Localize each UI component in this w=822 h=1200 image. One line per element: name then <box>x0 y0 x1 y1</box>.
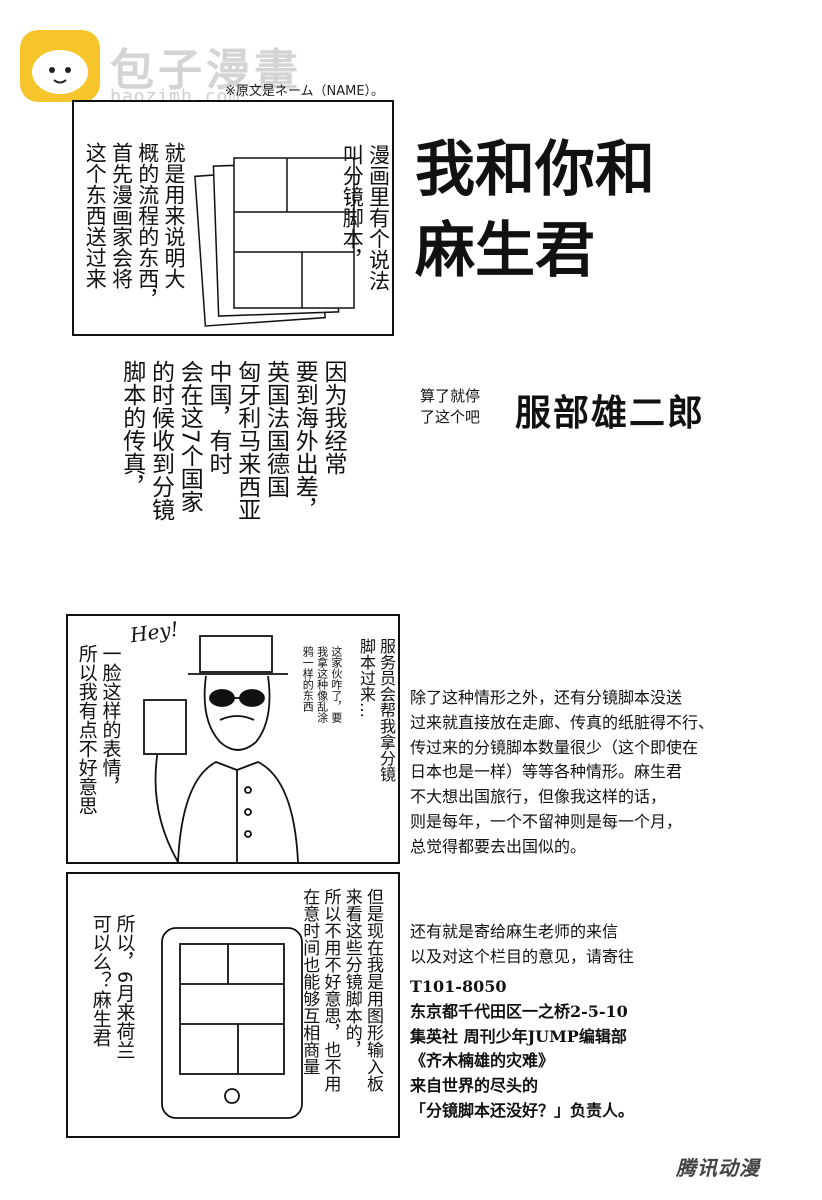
watermark-title: 包子漫畫 <box>110 45 302 96</box>
panel-2-text: 因为我经常 要到海外出差， 英国法国德国 匈牙利马来西亚 中国，有时 会在这7个… <box>118 360 346 521</box>
body-paragraph-1: 除了这种情形之外，还有分镜脚本没送 过来就直接放在走廊、传真的纸脏得不行、 传过… <box>410 688 715 856</box>
tablet-drawing <box>161 927 303 1119</box>
panel-4-text-left: 所以，6月来荷兰 可以么？麻生君 <box>89 914 136 1060</box>
waiter-drawing <box>143 635 299 862</box>
tencent-comic-logo: 腾讯动漫 <box>676 1156 760 1180</box>
speech-bubble-text: 这家伙咋了，要 我拿这种像乱涂 鸦一样的东西 <box>301 646 343 723</box>
panel-3: Hey! 这家伙咋了，要 我拿这种像乱涂 鸦一样的东西 服务员会帮我拿分镜 脚本 <box>66 614 400 864</box>
panel-3-text-right: 服务员会帮我拿分镜 脚本过来… <box>357 638 396 782</box>
translator-note: ※原文是ネーム（NAME）。 <box>225 84 385 99</box>
panel-1-text-left: 就是用来说明大 概的流程的东西， 首先漫画家会将 这个东西送过来 <box>83 142 186 310</box>
author-name: 服部雄二郎 <box>515 392 706 434</box>
panel-4: 但是现在我是用图形输入板 来看这些分镜脚本的， 所以不用不好意思，也不用 在意时… <box>66 872 400 1138</box>
subtitle: 算了就停 了这个吧 <box>420 387 481 426</box>
panel-1: 漫画里有个说法 叫分镜脚本， 就是用来说明大 概的流程的东西， 首先漫画家会将 … <box>72 100 394 336</box>
body-paragraph-2: 还有就是寄给麻生老师的来信 以及对这个栏目的意见，请寄往 <box>410 922 635 966</box>
panel-3-text-left: 一脸这样的表情， 所以我有点不好意思 <box>75 644 122 815</box>
panel-2: 因为我经常 要到海外出差， 英国法国德国 匈牙利马来西亚 中国，有时 会在这7个… <box>72 352 390 592</box>
baozi-logo-icon <box>20 30 100 102</box>
mailing-address: T101-8050 东京都千代田区一之桥2-5-10 集英社 周刊少年JUMP编… <box>410 977 635 1120</box>
page-title: 我和你和 麻生君 <box>415 135 655 286</box>
storyboard-pages-drawing <box>194 157 355 327</box>
panel-4-text-right: 但是现在我是用图形输入板 来看这些分镜脚本的， 所以不用不好意思，也不用 在意时… <box>299 888 383 1092</box>
panel-1-text-right: 漫画里有个说法 叫分镜脚本， <box>340 144 391 291</box>
